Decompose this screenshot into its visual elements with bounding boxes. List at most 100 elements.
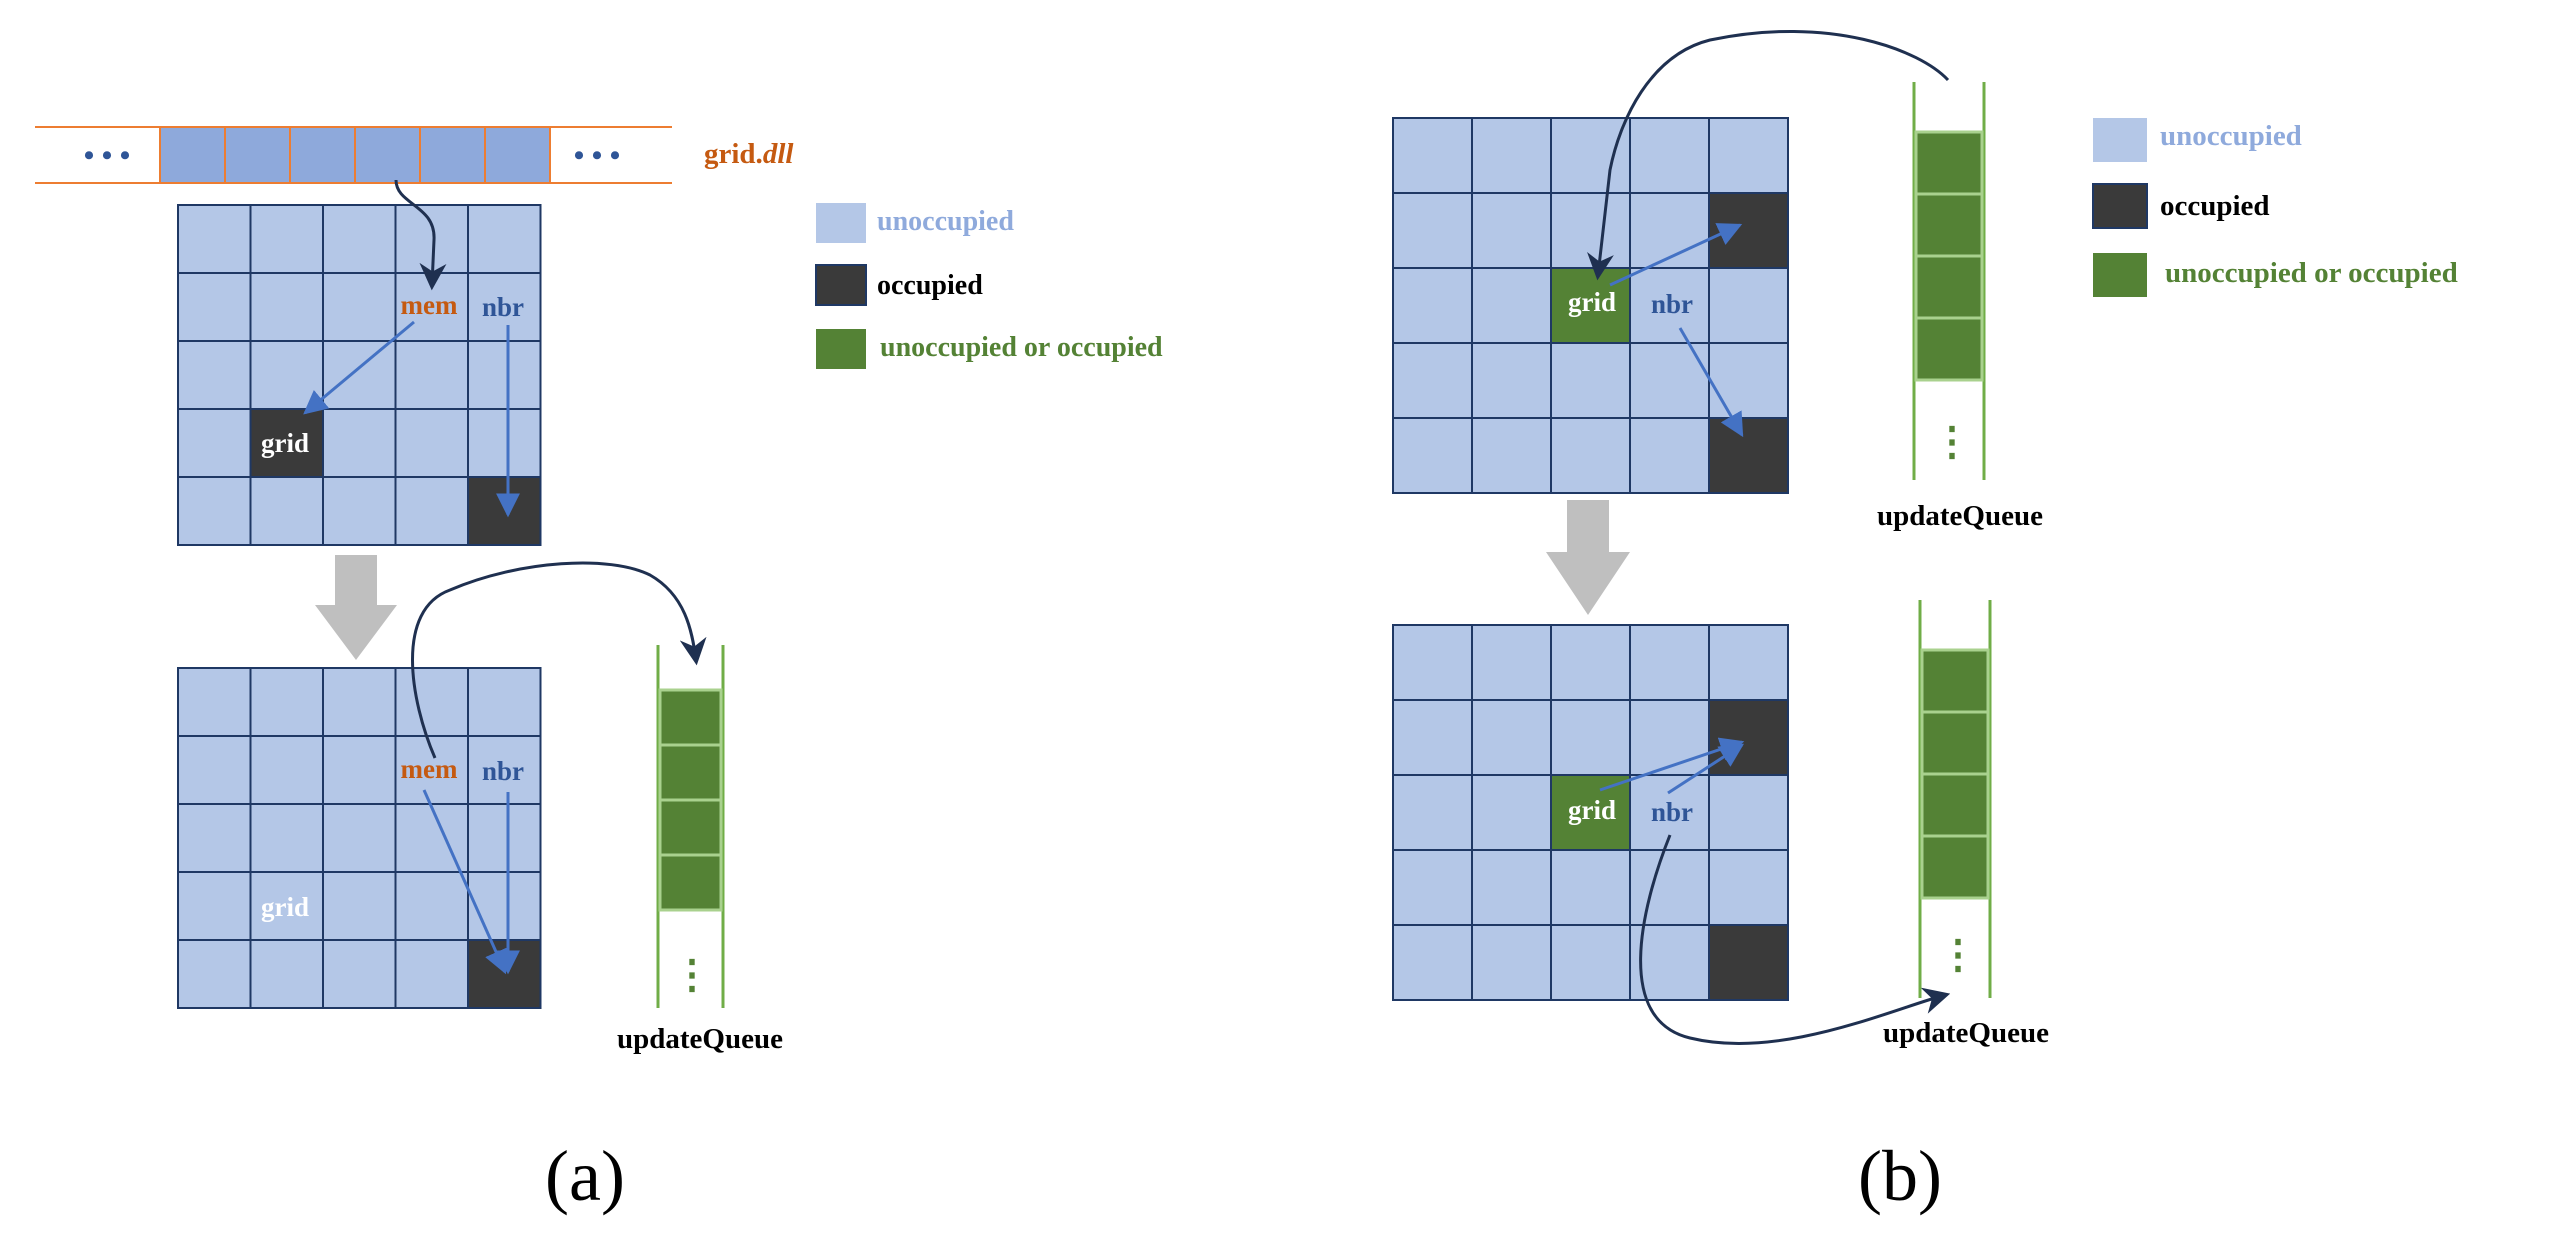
grid-cell bbox=[249, 939, 324, 1009]
legend-b-unoccupied-swatch bbox=[2093, 118, 2147, 162]
grid-cell bbox=[177, 871, 252, 941]
grid-cell bbox=[1392, 774, 1473, 851]
grid-cell bbox=[322, 939, 397, 1009]
queue-cell bbox=[658, 688, 723, 747]
grid-cell bbox=[177, 272, 252, 342]
legend-a-unoccupied-label: unoccupied bbox=[877, 206, 1014, 237]
grid-cell bbox=[1629, 342, 1710, 419]
grid-cell bbox=[467, 735, 542, 805]
grid-cell bbox=[1708, 192, 1789, 269]
grid-cell bbox=[1550, 774, 1631, 851]
queue-cell bbox=[1914, 192, 1984, 258]
legend-a-unoccupied-swatch bbox=[816, 203, 866, 243]
grid-cell bbox=[467, 476, 542, 546]
caption-a: (a) bbox=[545, 1136, 625, 1216]
nbr-label-a-bottom: nbr bbox=[482, 756, 524, 786]
update-queue-b-bottom bbox=[1918, 600, 1992, 998]
nbr-label-a-top: nbr bbox=[482, 292, 524, 322]
queue-cell bbox=[658, 743, 723, 802]
nbr-to-queue-arrow bbox=[1639, 834, 1951, 1046]
grid-cell bbox=[1708, 267, 1789, 344]
panel-a: • • • • • • grid.dll mem nbr grid mem nb… bbox=[35, 126, 1163, 1216]
grid-cell bbox=[467, 667, 542, 737]
grid-cell bbox=[249, 408, 324, 478]
mem-label-a-top: mem bbox=[401, 290, 458, 320]
grid-cell bbox=[394, 667, 469, 737]
grid-cell bbox=[249, 735, 324, 805]
mem-to-grid-arrow bbox=[303, 320, 415, 415]
queue-cell bbox=[658, 798, 723, 857]
grid-cell bbox=[249, 272, 324, 342]
grid-cell bbox=[1471, 924, 1552, 1001]
legend-a-either-swatch bbox=[816, 329, 866, 369]
grid-cell bbox=[394, 476, 469, 546]
grid-cell bbox=[1708, 924, 1789, 1001]
grid-cell bbox=[1708, 699, 1789, 776]
grid-a-bottom bbox=[177, 667, 542, 1009]
legend-b-occupied-label: occupied bbox=[2160, 190, 2270, 222]
grid-cell bbox=[177, 408, 252, 478]
grid-cell bbox=[1550, 924, 1631, 1001]
grid-cell bbox=[249, 667, 324, 737]
caption-b: (b) bbox=[1858, 1136, 1942, 1216]
legend-a: unoccupied occupied unoccupied or occupi… bbox=[815, 203, 1163, 369]
grid-label-a-top: grid bbox=[261, 428, 309, 458]
grid-cell bbox=[1392, 192, 1473, 269]
dll-cells bbox=[159, 126, 551, 184]
queue-cell bbox=[1920, 772, 1990, 838]
queue-ellipsis-a: ⋮ bbox=[672, 952, 712, 997]
grid-cell bbox=[467, 340, 542, 410]
grid-cell bbox=[467, 408, 542, 478]
queue-cell bbox=[1914, 254, 1984, 320]
grid-label-a-bottom: grid bbox=[261, 892, 309, 922]
update-queue-b-top bbox=[1912, 82, 1986, 480]
grid-cell bbox=[467, 803, 542, 873]
dll-cell bbox=[354, 126, 421, 184]
grid-cell bbox=[467, 272, 542, 342]
grid-cell bbox=[177, 803, 252, 873]
panel-b: grid nbr ⋮ updateQueue grid nbr ⋮ update… bbox=[1392, 29, 2458, 1216]
transition-arrow-a bbox=[315, 555, 397, 660]
nbr-to-occupied-arrow-b-top bbox=[1678, 327, 1744, 438]
grid-cell bbox=[1629, 849, 1710, 926]
queue-to-grid-arrow bbox=[1587, 29, 1950, 281]
grid-to-occupied-arrow-b-top-1 bbox=[1609, 223, 1743, 287]
grid-cell bbox=[394, 871, 469, 941]
grid-cell bbox=[1392, 417, 1473, 494]
grid-cell bbox=[249, 803, 324, 873]
grid-cell bbox=[322, 340, 397, 410]
grid-cell bbox=[249, 476, 324, 546]
grid-cell bbox=[322, 408, 397, 478]
grid-label-b-bottom: grid bbox=[1568, 795, 1616, 825]
legend-a-occupied-swatch bbox=[815, 264, 867, 306]
grid-cell bbox=[1550, 417, 1631, 494]
dll-ellipsis-left: • • • bbox=[84, 139, 131, 172]
grid-cell bbox=[177, 340, 252, 410]
grid-cell bbox=[1629, 117, 1710, 194]
grid-cell bbox=[1392, 624, 1473, 701]
grid-cell bbox=[1471, 342, 1552, 419]
dll-label: grid.dll bbox=[704, 138, 794, 170]
grid-cell bbox=[1550, 342, 1631, 419]
queue-label-b-bottom: updateQueue bbox=[1883, 1017, 2049, 1049]
grid-cell bbox=[177, 735, 252, 805]
grid-cell bbox=[1708, 624, 1789, 701]
dll-cell bbox=[419, 126, 486, 184]
grid-cell bbox=[177, 667, 252, 737]
queue-label-a: updateQueue bbox=[617, 1023, 783, 1055]
queue-ellipsis-b-top: ⋮ bbox=[1932, 419, 1972, 464]
grid-cell bbox=[1708, 849, 1789, 926]
dll-label-prefix: grid. bbox=[704, 138, 763, 170]
dll-ellipsis-right: • • • bbox=[574, 139, 621, 172]
grid-label-b-top: grid bbox=[1568, 287, 1616, 317]
grid-a-top bbox=[177, 204, 542, 546]
grid-cell bbox=[177, 939, 252, 1009]
nbr-label-b-top: nbr bbox=[1651, 289, 1693, 319]
queue-label-b-top: updateQueue bbox=[1877, 500, 2043, 532]
grid-cell bbox=[322, 204, 397, 274]
queue-cell bbox=[658, 853, 723, 912]
grid-cell bbox=[1471, 699, 1552, 776]
grid-cell bbox=[394, 939, 469, 1009]
grid-cell bbox=[1550, 192, 1631, 269]
